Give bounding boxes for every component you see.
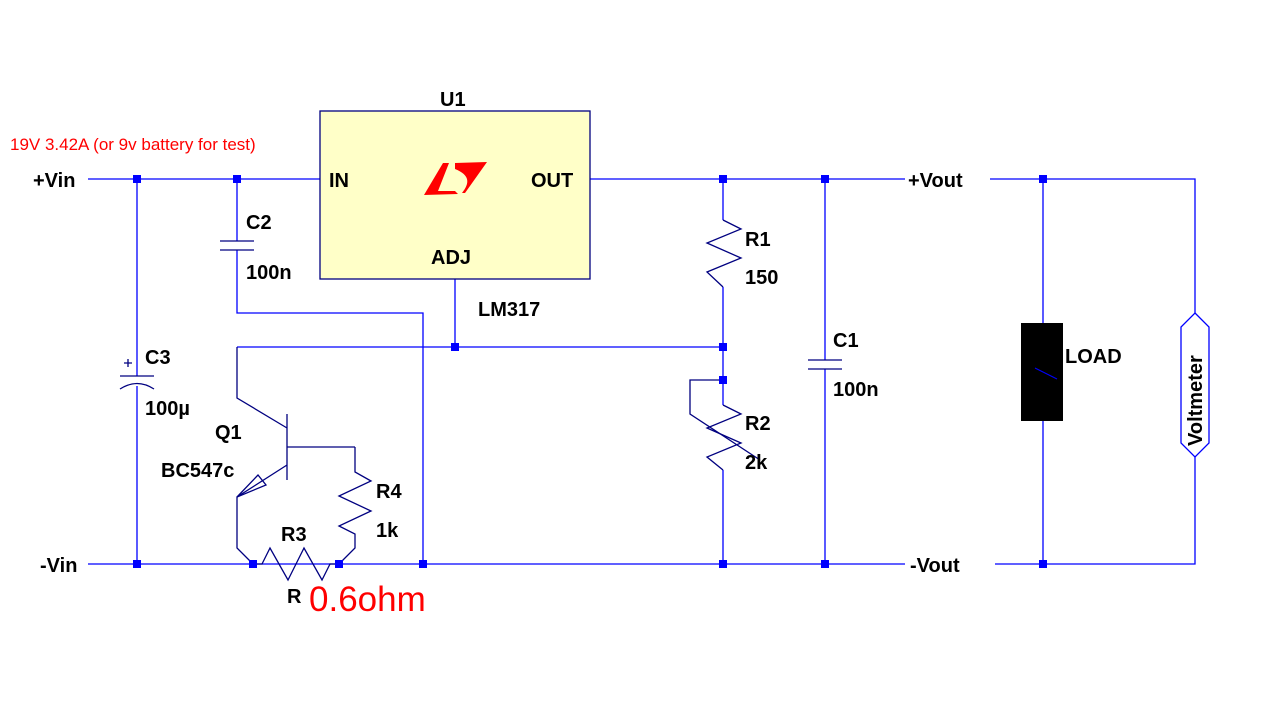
c3-value: 100µ — [145, 398, 190, 420]
c1-value: 100n — [833, 379, 879, 401]
r4-ref: R4 — [376, 481, 402, 503]
wires — [88, 178, 1196, 565]
r3-ref: R3 — [281, 524, 307, 546]
u1-lm317[interactable] — [319, 110, 591, 280]
capacitor-c1[interactable] — [808, 359, 842, 370]
u1-pin-adj: ADJ — [431, 247, 471, 269]
r1-value: 150 — [745, 267, 778, 289]
r3-value: R — [287, 586, 302, 608]
c2-ref: C2 — [246, 212, 272, 234]
capacitor-c3[interactable] — [119, 359, 155, 390]
potentiometer-r2[interactable] — [689, 379, 761, 471]
r2-value: 2k — [745, 452, 768, 474]
q1-ref: Q1 — [215, 422, 242, 444]
r2-ref: R2 — [745, 413, 771, 435]
junction-nodes — [133, 175, 1047, 568]
port-vout-neg: -Vout — [910, 555, 960, 577]
u1-part: LM317 — [478, 299, 540, 321]
c2-value: 100n — [246, 262, 292, 284]
load-label: LOAD — [1065, 346, 1122, 368]
voltmeter[interactable] — [1180, 312, 1210, 458]
resistor-r1[interactable] — [705, 219, 743, 288]
u1-pin-out: OUT — [531, 170, 573, 192]
port-vin-pos: +Vin — [33, 170, 75, 192]
u1-ref: U1 — [440, 89, 466, 111]
voltmeter-label: Voltmeter — [1185, 355, 1207, 446]
c1-ref: C1 — [833, 330, 859, 352]
lt-logo-icon — [424, 162, 487, 195]
capacitor-c2[interactable] — [220, 240, 254, 251]
r3-note: 0.6ohm — [309, 580, 426, 619]
port-vout-pos: +Vout — [908, 170, 963, 192]
q1-part: BC547c — [161, 460, 234, 482]
resistor-r3[interactable] — [253, 546, 339, 582]
r1-ref: R1 — [745, 229, 771, 251]
u1-pin-in: IN — [329, 170, 349, 192]
resistor-r4[interactable] — [337, 447, 373, 565]
transistor-q1[interactable] — [236, 347, 355, 565]
r4-value: 1k — [376, 520, 399, 542]
supply-annotation: 19V 3.42A (or 9v battery for test) — [10, 135, 256, 154]
c3-ref: C3 — [145, 347, 171, 369]
load[interactable] — [1021, 323, 1063, 421]
port-vin-neg: -Vin — [40, 555, 77, 577]
